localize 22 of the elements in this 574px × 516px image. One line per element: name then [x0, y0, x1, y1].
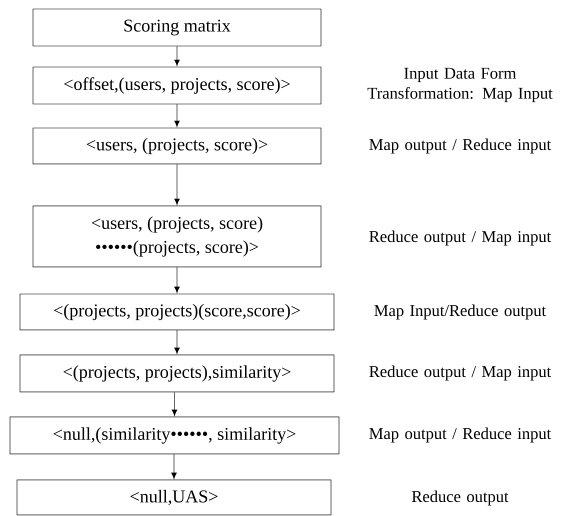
- side-label: Input Data Form Transformation: Map Input: [368, 68, 553, 102]
- process-box: Scoring matrix: [32, 8, 322, 46]
- side-label: Map output / Reduce input: [369, 428, 552, 442]
- process-box: <offset,(users, projects, score)>: [32, 66, 322, 104]
- side-label: Map output / Reduce input: [369, 138, 552, 154]
- arrow: [174, 330, 180, 354]
- side-label: Reduce output: [412, 490, 508, 506]
- process-box: <users, (projects, score)>: [32, 128, 322, 164]
- side-label: Reduce output / Map input: [369, 230, 552, 246]
- arrow: [172, 392, 178, 416]
- process-box: <(projects, projects)(score,score)>: [20, 294, 334, 330]
- arrow: [171, 454, 177, 479]
- process-box: <null,UAS>: [16, 480, 332, 516]
- side-label: Map Input/Reduce output: [374, 304, 546, 320]
- process-box: <(projects, projects),similarity>: [20, 354, 334, 392]
- process-box: <users, (projects, score) ••••••(projects, score)>: [32, 206, 322, 268]
- arrow: [174, 164, 180, 205]
- arrow: [174, 104, 180, 127]
- side-label: Reduce output / Map input: [369, 366, 552, 380]
- arrow: [174, 46, 180, 66]
- arrow: [174, 267, 180, 293]
- process-box: <null,(similarity••••••, similarity>: [10, 416, 340, 454]
